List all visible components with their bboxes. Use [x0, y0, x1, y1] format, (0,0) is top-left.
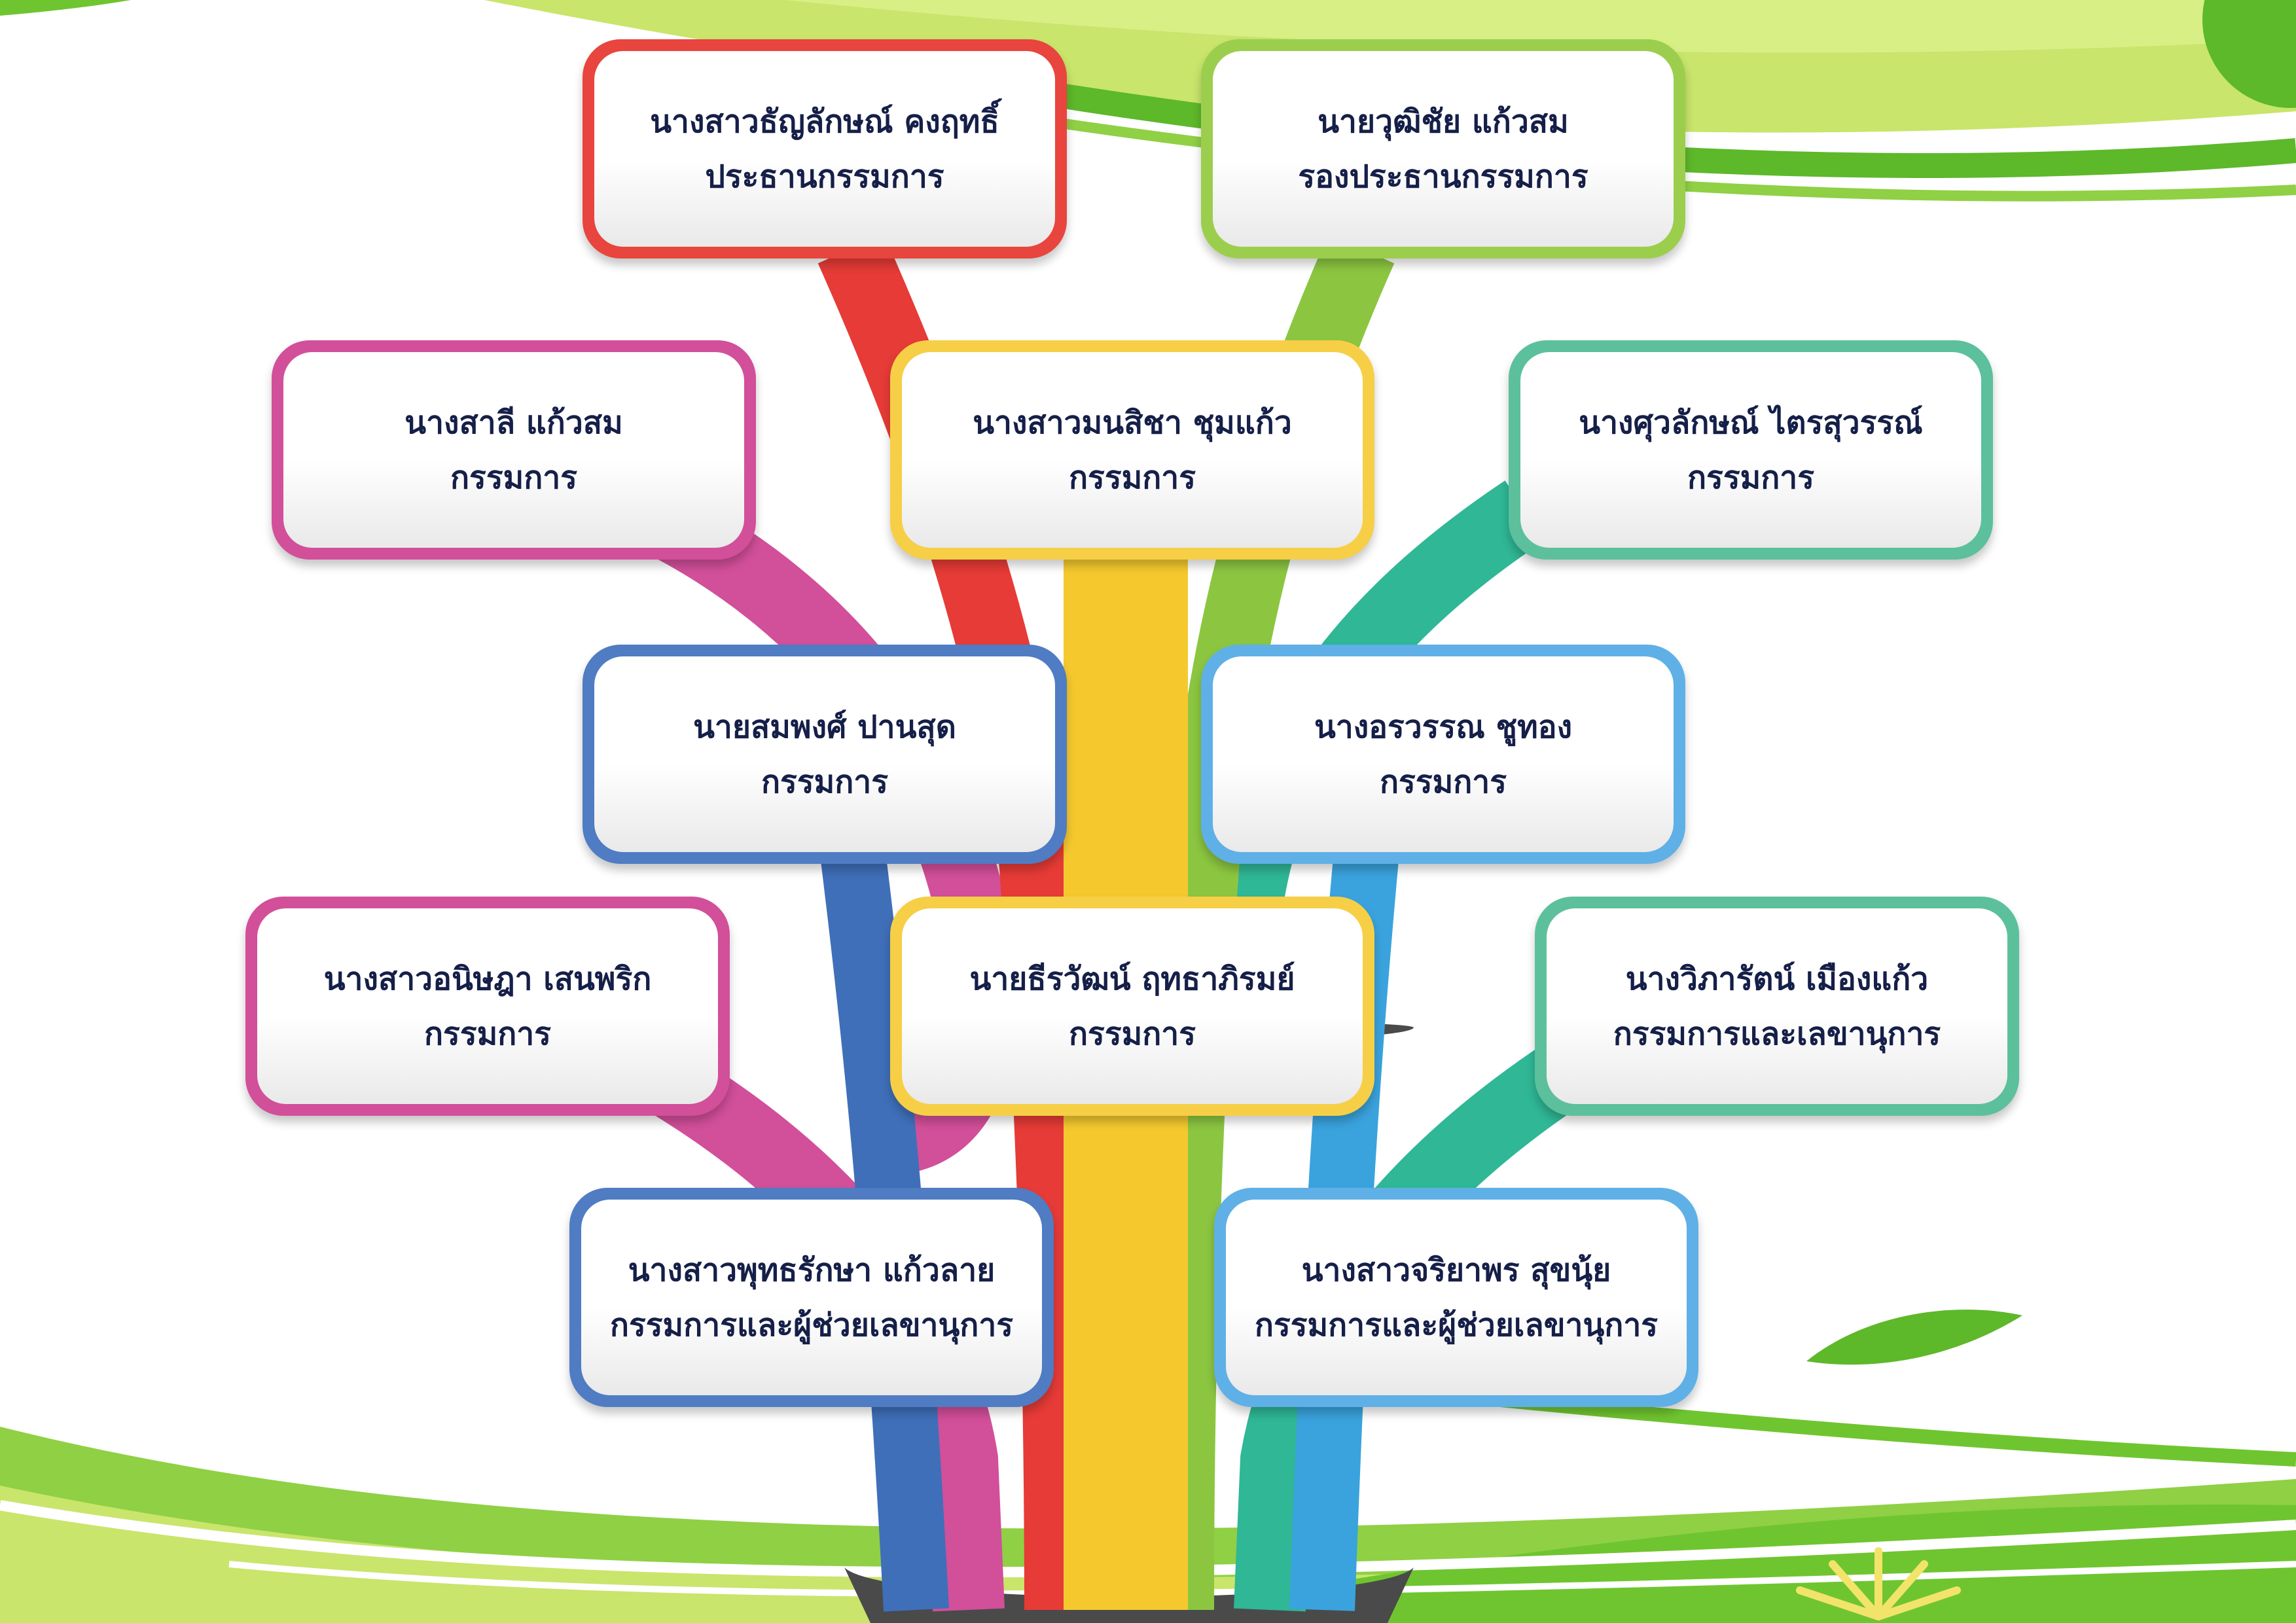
- member-name: นางสาวธัญลักษณ์ คงฤทธิ์: [650, 103, 999, 140]
- member-name: นางสาวมนสิชา ชุมแก้ว: [973, 404, 1292, 441]
- member-name: นางวิภารัตน์ เมืองแก้ว: [1625, 960, 1929, 997]
- member-name: นางสาวอนิษฎา เสนพริก: [323, 960, 652, 997]
- member-role: กรรมการและผู้ช่วยเลขานุการ: [1254, 1306, 1659, 1344]
- top-leaf-band: [0, 0, 2296, 202]
- top-right-leaf: [2202, 0, 2296, 108]
- member-card: นางสาวมนสิชา ชุมแก้ว กรรมการ: [902, 352, 1363, 548]
- member-role: กรรมการ: [450, 459, 578, 496]
- member-box: นางวิภารัตน์ เมืองแก้ว กรรมการและเลขานุก…: [1535, 897, 2019, 1116]
- bottom-leaf-shape: [1113, 1505, 2296, 1623]
- member-name: นางสาวจริยาพร สุขนุ้ย: [1301, 1251, 1611, 1289]
- member-role: รองประธานกรรมการ: [1298, 158, 1588, 195]
- member-box: นายวุฒิชัย แก้วสม รองประธานกรรมการ: [1201, 39, 1685, 259]
- member-name: นายสมพงศ์ ปานสุด: [693, 708, 956, 745]
- sun-ray: [1829, 1560, 1882, 1620]
- sun-burst: [1796, 1547, 1961, 1620]
- member-card: นายธีรวัฒน์ ฤทธาภิรมย์ กรรมการ: [902, 908, 1363, 1104]
- sun-ray: [1874, 1586, 1961, 1620]
- member-name: นางสาวพุทธรักษา แก้วลาย: [628, 1251, 996, 1289]
- member-card: นางสาวจริยาพร สุขนุ้ย กรรมการและผู้ช่วยเ…: [1226, 1200, 1687, 1395]
- top-leaf-shape: [785, 0, 2296, 53]
- member-name: นางสาลี แก้วสม: [404, 404, 623, 441]
- member-card: นางสาวพุทธรักษา แก้วลาย กรรมการและผู้ช่ว…: [581, 1200, 1042, 1395]
- member-box: นางสาลี แก้วสม กรรมการ: [272, 340, 756, 560]
- bottom-leaf-stripe: [0, 1500, 2296, 1578]
- small-leaf: [1806, 1310, 2022, 1365]
- member-box: นางสาวพุทธรักษา แก้วลาย กรรมการและผู้ช่ว…: [569, 1188, 1054, 1407]
- member-box: นายธีรวัฒน์ ฤทธาภิรมย์ กรรมการ: [890, 897, 1374, 1116]
- member-name: นางอรวรรณ ชูทอง: [1314, 708, 1573, 745]
- member-box: นางสาวจริยาพร สุขนุ้ย กรรมการและผู้ช่วยเ…: [1214, 1188, 1698, 1407]
- member-name: นายธีรวัฒน์ ฤทธาภิรมย์: [969, 960, 1295, 997]
- member-box: นางอรวรรณ ชูทอง กรรมการ: [1201, 645, 1685, 864]
- member-role: ประธานกรรมการ: [705, 158, 944, 195]
- member-role: กรรมการ: [761, 763, 889, 800]
- member-role: กรรมการ: [423, 1015, 552, 1052]
- member-box: นางสาวอนิษฎา เสนพริก กรรมการ: [245, 897, 730, 1116]
- member-name: นางศุวลักษณ์ ไตรสุวรรณ์: [1579, 404, 1923, 441]
- member-role: กรรมการและเลขานุการ: [1613, 1015, 1941, 1052]
- member-card: นายสมพงศ์ ปานสุด กรรมการ: [594, 656, 1055, 852]
- member-card: นางวิภารัตน์ เมืองแก้ว กรรมการและเลขานุก…: [1547, 908, 2007, 1104]
- member-role: กรรมการ: [1379, 763, 1507, 800]
- sun-ray: [1796, 1586, 1882, 1620]
- member-card: นายวุฒิชัย แก้วสม รองประธานกรรมการ: [1213, 51, 1674, 247]
- member-card: นางสาลี แก้วสม กรรมการ: [283, 352, 744, 548]
- member-role: กรรมการและผู้ช่วยเลขานุการ: [609, 1306, 1014, 1344]
- member-role: กรรมการ: [1068, 459, 1196, 496]
- member-box: นางสาวมนสิชา ชุมแก้ว กรรมการ: [890, 340, 1374, 560]
- member-card: นางอรวรรณ ชูทอง กรรมการ: [1213, 656, 1674, 852]
- member-name: นายวุฒิชัย แก้วสม: [1318, 103, 1569, 140]
- member-card: นางสาวธัญลักษณ์ คงฤทธิ์ ประธานกรรมการ: [594, 51, 1055, 247]
- ribbon-blue-left: [818, 833, 949, 1612]
- member-role: กรรมการ: [1068, 1015, 1196, 1052]
- bottom-leaf-stripe: [1439, 1387, 2296, 1467]
- top-leaf-shape: [0, 0, 131, 16]
- member-card: นางสาวอนิษฎา เสนพริก กรรมการ: [257, 908, 718, 1104]
- member-card: นางศุวลักษณ์ ไตรสุวรรณ์ กรรมการ: [1520, 352, 1981, 548]
- member-box: นางสาวธัญลักษณ์ คงฤทธิ์ ประธานกรรมการ: [583, 39, 1067, 259]
- sun-ray: [1874, 1560, 1928, 1620]
- member-box: นายสมพงศ์ ปานสุด กรรมการ: [583, 645, 1067, 864]
- member-box: นางศุวลักษณ์ ไตรสุวรรณ์ กรรมการ: [1509, 340, 1993, 560]
- member-role: กรรมการ: [1687, 459, 1815, 496]
